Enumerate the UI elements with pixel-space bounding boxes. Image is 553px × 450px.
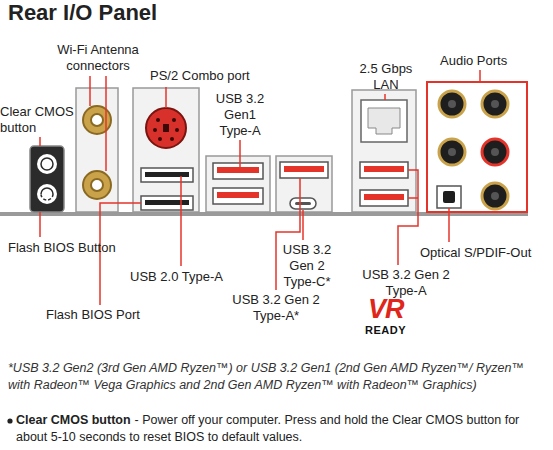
vr-logo-subtext: READY — [365, 324, 406, 336]
port-callout: Wi-Fi Antenna connectors — [40, 42, 156, 74]
port-callout: USB 3.2 Gen 2 Type-A — [350, 267, 462, 299]
vr-logo-text: VR — [368, 295, 404, 323]
note-heading: Clear CMOS button — [16, 413, 131, 427]
port-callout: Optical S/PDIF-Out — [420, 245, 531, 261]
port-callout: USB 3.2 Gen1 Type-A — [210, 91, 270, 139]
port-callout: USB 3.2 Gen 2 Type-A* — [216, 292, 336, 324]
port-callout: USB 2.0 Type-A — [130, 269, 223, 285]
port-callout: Flash BIOS Port — [46, 307, 140, 323]
port-callout: USB 3.2 Gen 2 Type-C* — [276, 242, 338, 290]
port-callout: PS/2 Combo port — [150, 68, 250, 84]
panel-title: Rear I/O Panel — [8, 0, 157, 26]
port-callout: 2.5 Gbps LAN — [350, 61, 422, 93]
note-paragraph: Clear CMOS button- Power off your comput… — [16, 412, 546, 446]
port-callout: Flash BIOS Button — [8, 240, 116, 256]
port-callout: Audio Ports — [440, 53, 507, 69]
port-callout: Clear CMOS button — [0, 104, 78, 136]
footnote: *USB 3.2 Gen2 (3rd Gen AMD Ryzen™) or US… — [8, 360, 548, 394]
